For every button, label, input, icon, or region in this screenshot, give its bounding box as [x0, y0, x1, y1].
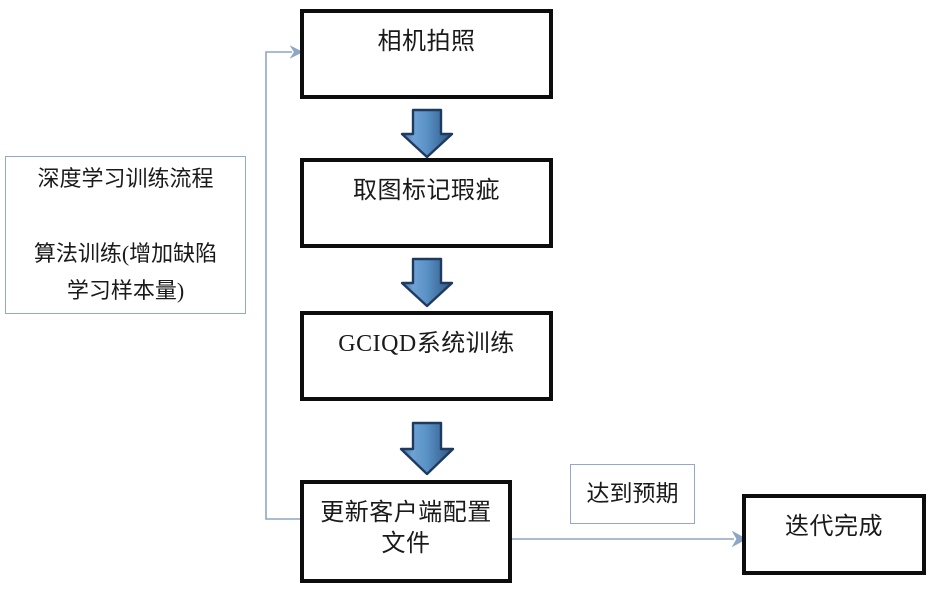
block-arrow-down-3	[399, 421, 455, 476]
node-camera[interactable]: 相机拍照	[300, 9, 553, 99]
node-annotate-label: 取图标记瑕疵	[353, 178, 500, 204]
node-update-label: 更新客户端配置 文件	[320, 500, 492, 558]
node-camera-label: 相机拍照	[377, 29, 476, 55]
note-overview-label: 深度学习训练流程 算法训练(增加缺陷 学习样本量)	[33, 166, 218, 304]
note-overview: 深度学习训练流程 算法训练(增加缺陷 学习样本量)	[5, 156, 246, 314]
node-train[interactable]: GCIQD系统训练	[300, 311, 553, 401]
block-arrow-down-1	[400, 108, 454, 159]
connector-update-to-done	[512, 530, 748, 548]
node-annotate[interactable]: 取图标记瑕疵	[300, 158, 553, 248]
node-train-label: GCIQD系统训练	[338, 331, 515, 357]
block-arrow-down-2	[400, 257, 454, 308]
node-update[interactable]: 更新客户端配置 文件	[300, 480, 512, 583]
node-done[interactable]: 迭代完成	[742, 494, 926, 575]
note-condition-label: 达到预期	[586, 481, 679, 507]
node-done-label: 迭代完成	[785, 514, 883, 540]
connector-update-to-camera	[265, 45, 304, 520]
note-condition: 达到预期	[570, 464, 695, 524]
